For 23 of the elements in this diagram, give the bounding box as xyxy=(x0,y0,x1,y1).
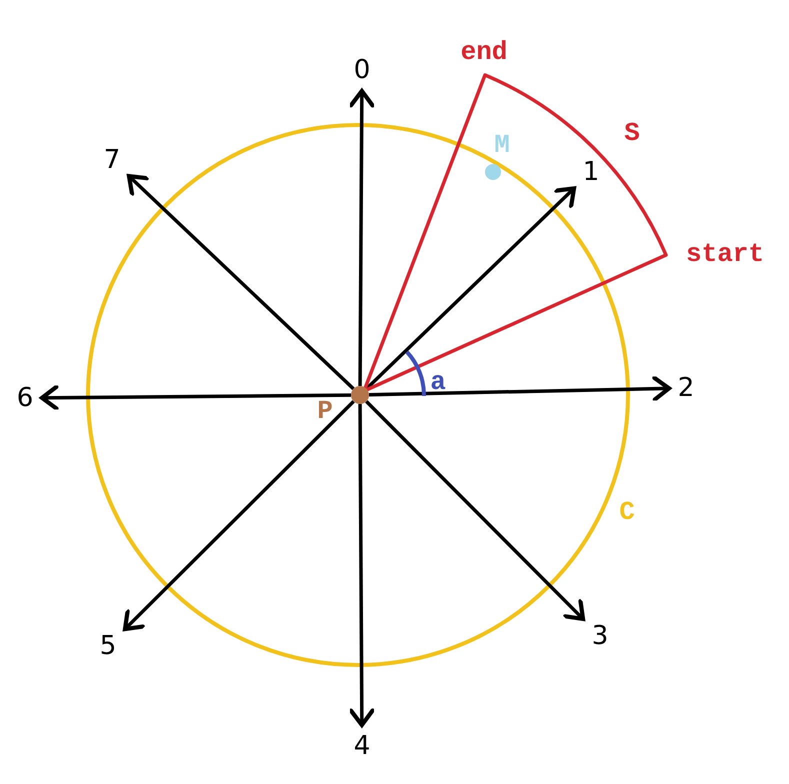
arrow xyxy=(122,400,355,632)
direction-number: 3 xyxy=(589,621,611,651)
direction-number: 6 xyxy=(14,383,36,413)
direction-number: 5 xyxy=(97,631,119,661)
angle-label: a xyxy=(430,369,446,395)
point-label: M xyxy=(494,132,510,158)
arrow xyxy=(368,376,672,402)
direction-number: 0 xyxy=(351,55,373,85)
point-label: end xyxy=(460,39,508,65)
circle-label: C xyxy=(619,499,635,525)
direction-number: 7 xyxy=(101,145,123,175)
arrow xyxy=(348,404,375,728)
sector-label: S xyxy=(624,120,640,146)
direction-number: 4 xyxy=(351,731,373,761)
arrow xyxy=(365,186,576,390)
point-label: start xyxy=(686,241,764,267)
point-label: P xyxy=(317,398,333,424)
arrow xyxy=(40,384,352,411)
arrow xyxy=(126,174,355,390)
arrow xyxy=(365,400,586,622)
arrow xyxy=(348,88,375,386)
direction-number: 2 xyxy=(675,373,697,403)
direction-number: 1 xyxy=(580,157,602,187)
